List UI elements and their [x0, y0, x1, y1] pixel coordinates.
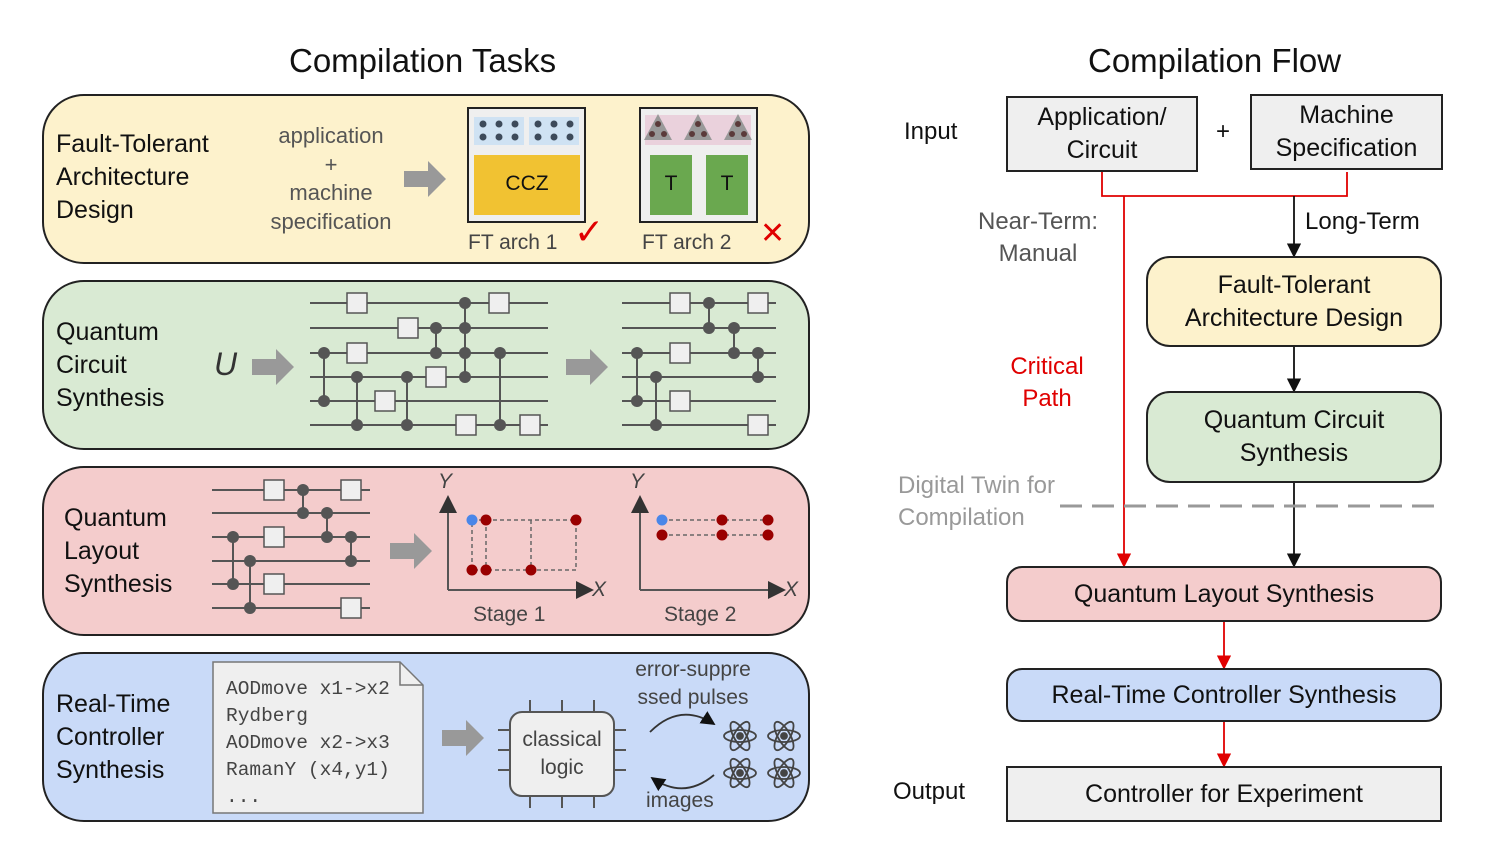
controller-output-box: Controller for Experiment [1006, 766, 1442, 822]
unitary-label: U [214, 346, 238, 382]
rtc-gray-arrow [442, 720, 484, 756]
stage2-label: Stage 2 [664, 603, 737, 626]
qcs-gray-arrow-1 [252, 349, 294, 385]
qls-gray-arrow [390, 533, 432, 569]
qcs-circuit-1-dots [318, 297, 506, 431]
near-term-label: Near-Term:Manual [977, 208, 1098, 267]
images-label: images [646, 789, 714, 812]
stage2-dashes [662, 519, 768, 536]
input-label: Input [904, 118, 958, 145]
ft-arch1-label: FT arch 1 [468, 231, 558, 254]
check-mark-icon: ✓ [574, 212, 605, 253]
pulses-curve-arrow [649, 711, 716, 733]
qls-circuit [212, 489, 370, 609]
qcs-gray-arrow-2 [566, 349, 608, 385]
ft-arch1-diagram [467, 107, 586, 223]
chip-body [509, 711, 615, 797]
ccz-gate-label: CCZ [505, 172, 549, 195]
ft-arch2-label: FT arch 2 [642, 231, 732, 254]
chip-pins [498, 700, 626, 808]
t-gate-label-1: T [664, 172, 678, 195]
stage1-dashes [471, 519, 577, 571]
stage1-x-axis-label: X [592, 578, 607, 601]
ft-gray-arrow [404, 161, 446, 197]
stage1-atoms [466, 514, 582, 576]
qcs-circuit-1 [310, 302, 548, 426]
qcs-circuit-2 [622, 302, 776, 426]
t-gate-label-2: T [720, 172, 734, 195]
long-term-label: Long-Term [1305, 208, 1420, 235]
cross-mark-icon: ✕ [760, 216, 786, 251]
output-label: Output [893, 778, 966, 805]
flow-heading: Compilation Flow [1088, 42, 1342, 79]
qcs-circuit-2-dots [631, 297, 764, 431]
stage1-axes [439, 495, 594, 599]
flow-qls-box: Quantum Layout Synthesis [1006, 566, 1442, 622]
stage2-atoms [656, 514, 774, 541]
tasks-heading: Compilation Tasks [289, 42, 557, 79]
qcs-circuit-2-gates [669, 292, 769, 436]
flow-rtc-box: Real-Time Controller Synthesis [1006, 668, 1442, 722]
flow-connectors [1060, 172, 1444, 768]
stage2-y-axis-label: Y [630, 470, 645, 493]
gray-arrows [252, 161, 608, 756]
rtc-code-document [212, 661, 424, 814]
qls-circuit-gates [263, 479, 362, 619]
stage2-x-axis-label: X [784, 578, 799, 601]
stage1-label: Stage 1 [473, 603, 546, 626]
plus-sign: + [1216, 118, 1231, 145]
stage1-y-axis-label: Y [438, 470, 453, 493]
images-curve-arrow [650, 774, 715, 792]
application-circuit-box: Application/Circuit [1006, 96, 1198, 172]
ft-arch2-diagram [639, 107, 758, 223]
atom-icons [723, 720, 801, 789]
qcs-circuit-1-gates [346, 292, 541, 436]
stage2-axes [631, 495, 786, 599]
qls-circuit-dots [227, 484, 357, 614]
